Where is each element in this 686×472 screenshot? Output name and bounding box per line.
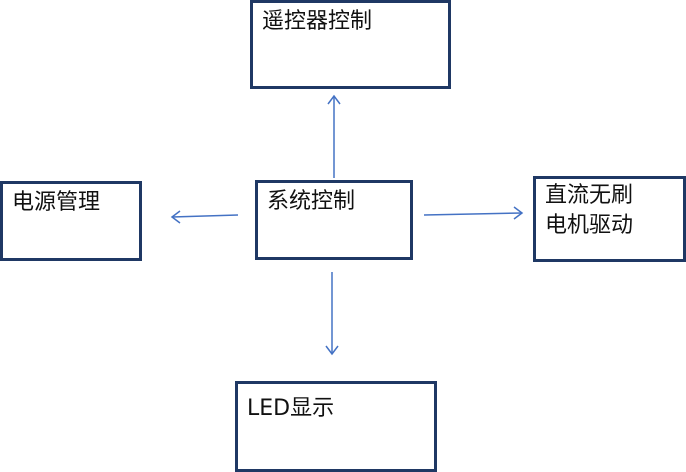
- edge-system-to-motor: [423, 206, 524, 220]
- node-motor-driver-label-line-2: 电机驱动: [545, 213, 634, 238]
- node-remote-control-label: 遥控器控制: [262, 9, 373, 34]
- node-remote-control: 遥控器控制: [250, 0, 451, 89]
- node-led-display: LED显示: [235, 381, 437, 472]
- node-motor-driver-label-line-1: 直流无刷: [545, 183, 634, 208]
- node-power-management: 电源管理: [0, 181, 142, 261]
- node-system-control: 系统控制: [255, 180, 413, 260]
- node-motor-driver: 直流无刷 电机驱动: [533, 176, 686, 262]
- edge-system-to-led: [325, 272, 339, 356]
- edge-system-to-power: [170, 210, 239, 224]
- node-system-control-label: 系统控制: [267, 189, 356, 214]
- node-led-display-label: LED显示: [247, 396, 335, 421]
- edge-system-to-remote: [327, 94, 341, 178]
- node-power-management-label: 电源管理: [12, 190, 101, 215]
